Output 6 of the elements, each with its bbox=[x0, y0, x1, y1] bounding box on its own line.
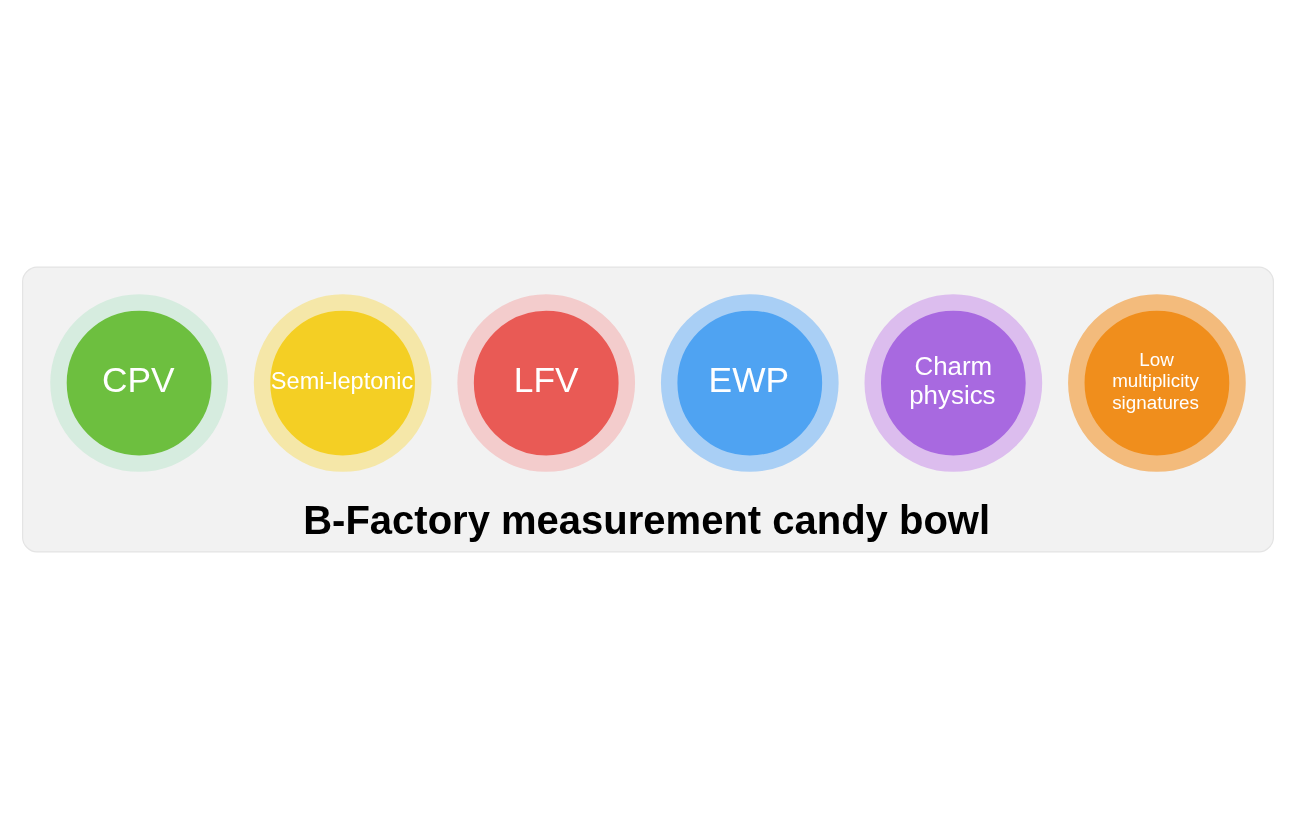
node-circle: EWP bbox=[660, 293, 839, 472]
node-circle: Semi-leptonic bbox=[253, 293, 432, 472]
node-circle: LFV bbox=[457, 293, 636, 472]
node-circle: CPV bbox=[50, 293, 228, 472]
node-circle: Low multiplicity signatures bbox=[1068, 293, 1246, 472]
node-circle: Charm physics bbox=[864, 293, 1043, 472]
